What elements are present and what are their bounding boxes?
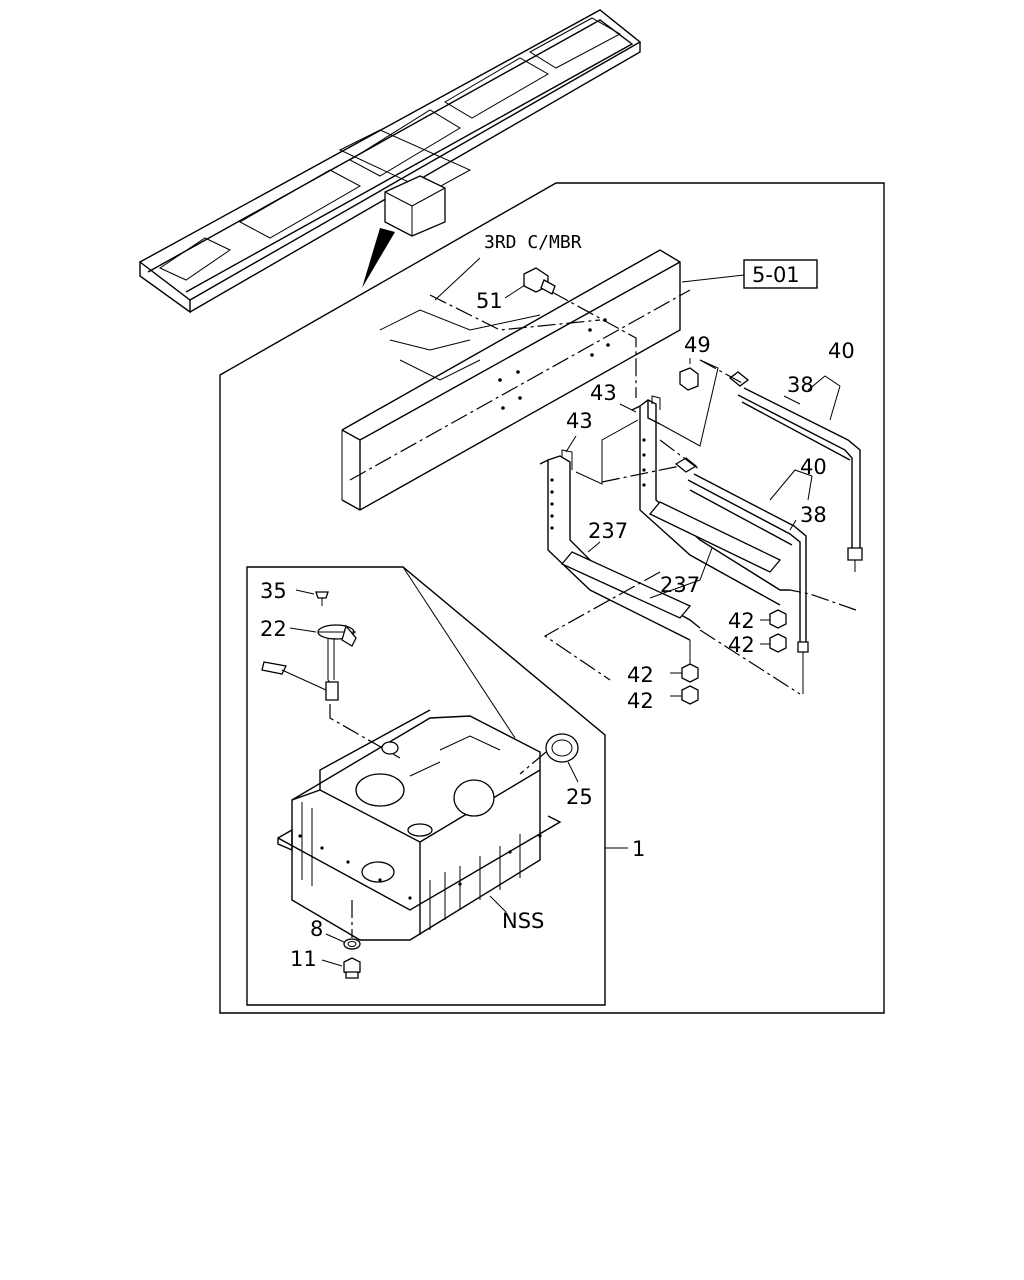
bolt-51: 51 — [476, 267, 637, 398]
fuel-sender-22: 22 — [260, 617, 401, 759]
gasket-25: 25 — [519, 733, 593, 809]
bracket-43-left: 43 — [539, 409, 701, 641]
label-third-crossmember: 3RD C/MBR — [484, 232, 582, 253]
svg-text:NSS: NSS — [502, 909, 544, 933]
tank-assembly-border — [246, 566, 606, 1006]
callout-1: 1 — [605, 837, 645, 861]
svg-text:8: 8 — [310, 917, 323, 941]
svg-text:42: 42 — [728, 633, 755, 657]
svg-text:35: 35 — [260, 579, 287, 603]
upper-strap-40-38: 40 38 — [699, 339, 863, 572]
svg-text:40: 40 — [828, 339, 855, 363]
svg-text:237: 237 — [660, 573, 700, 597]
svg-text:51: 51 — [476, 289, 503, 313]
bracket-43-right: 43 — [590, 381, 790, 606]
svg-text:43: 43 — [566, 409, 593, 433]
washer-8: 8 — [310, 900, 361, 950]
main-detail-border — [219, 182, 885, 1014]
ref-box-5-01: 5-01 — [681, 259, 818, 289]
svg-text:42: 42 — [627, 689, 654, 713]
drain-plug-11: 11 — [290, 947, 361, 979]
svg-text:22: 22 — [260, 617, 287, 641]
svg-text:5-01: 5-01 — [752, 263, 800, 287]
lower-strap-40-38: 40 38 — [601, 439, 827, 694]
svg-text:11: 11 — [290, 947, 317, 971]
screw-35: 35 — [260, 579, 329, 606]
svg-text:40: 40 — [800, 455, 827, 479]
svg-text:42: 42 — [728, 609, 755, 633]
svg-text:43: 43 — [590, 381, 617, 405]
nut-49: 49 — [659, 333, 719, 447]
svg-text:42: 42 — [627, 663, 654, 687]
svg-text:38: 38 — [787, 373, 814, 397]
svg-text:1: 1 — [632, 837, 645, 861]
nuts-42: 42 42 42 42 — [627, 609, 787, 713]
svg-text:25: 25 — [566, 785, 593, 809]
svg-text:49: 49 — [684, 333, 711, 357]
svg-text:38: 38 — [800, 503, 827, 527]
pads-237: 237 237 — [543, 501, 857, 695]
crossmember-beam — [341, 249, 691, 511]
vehicle-frame-overview — [138, 9, 642, 314]
fuel-tank — [277, 709, 562, 941]
svg-text:237: 237 — [588, 519, 628, 543]
label-nss: NSS — [489, 895, 544, 933]
